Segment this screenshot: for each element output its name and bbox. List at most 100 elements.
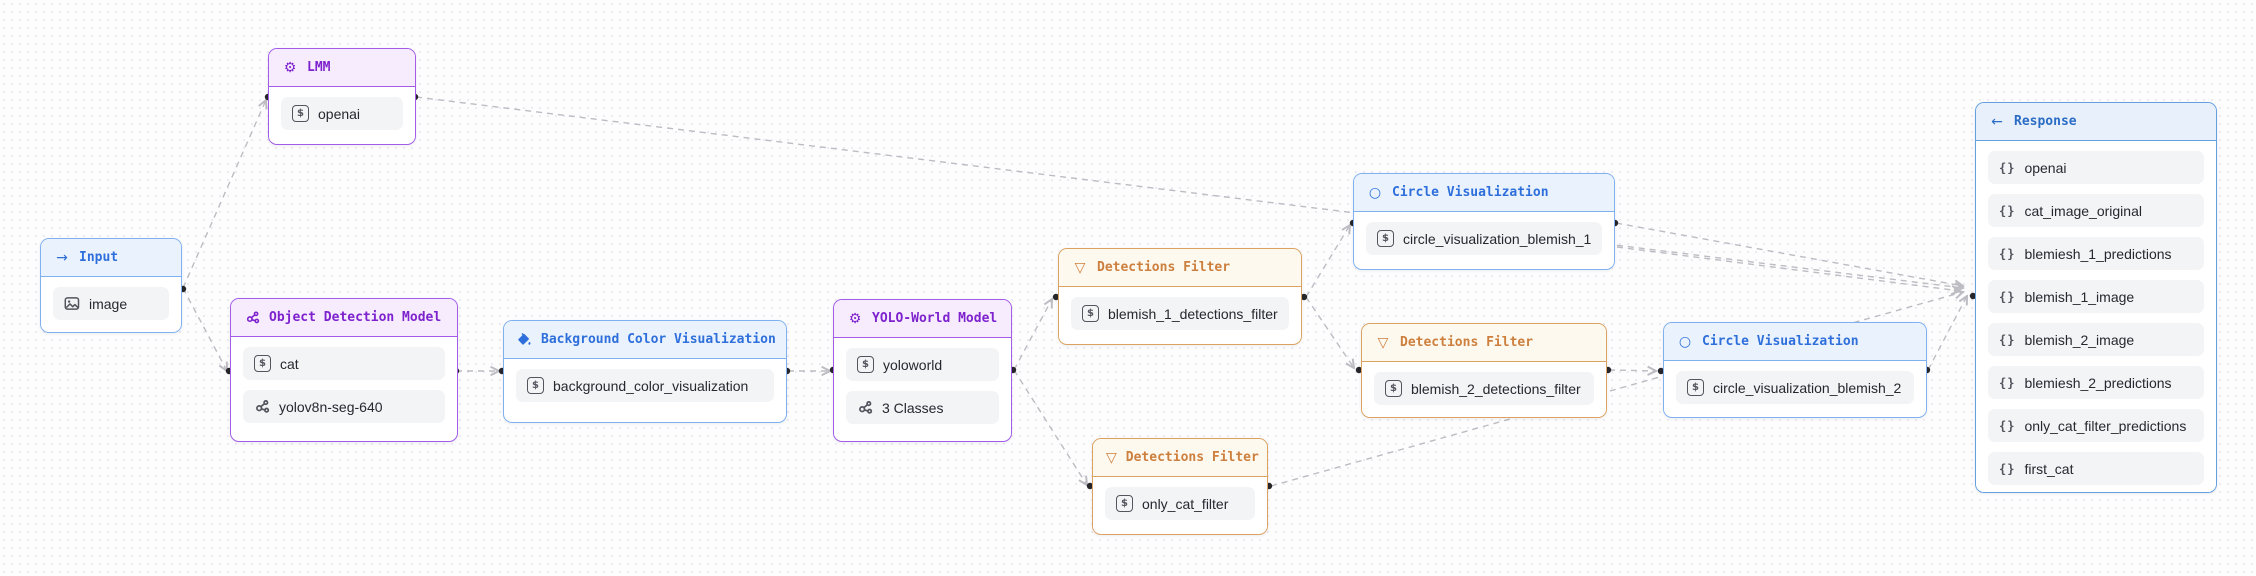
node-item[interactable]: $ yoloworld: [846, 348, 999, 381]
edge-circle-visualization-blemish-2-to-response: [1927, 296, 1967, 371]
node-object-detection-model[interactable]: Object Detection Model $ cat yolov8n-seg…: [230, 298, 458, 442]
node-header[interactable]: Background Color Visualization: [504, 321, 786, 359]
edge-detections-filter-blemish-2-to-circle-visualization-blemish-2: [1608, 370, 1656, 371]
node-title: YOLO-World Model: [872, 311, 998, 326]
node-response[interactable]: ← Response {} openai {} cat_image_origin…: [1975, 102, 2217, 493]
node-title: Background Color Visualization: [541, 332, 776, 347]
node-item-label: background_color_visualization: [553, 377, 749, 394]
node-item[interactable]: {} openai: [1988, 151, 2204, 184]
node-body: image: [41, 277, 181, 332]
port-detections-filter-blemish-1-left[interactable]: [1052, 293, 1060, 301]
node-body: $ circle_visualization_blemish_2: [1664, 361, 1926, 416]
filter-icon: ▽: [1377, 334, 1389, 351]
node-item[interactable]: {} blemiesh_2_predictions: [1988, 366, 2204, 399]
node-body: $ only_cat_filter: [1093, 477, 1267, 532]
node-body: $ blemish_2_detections_filter: [1362, 362, 1606, 417]
node-item[interactable]: {} blemish_1_image: [1988, 280, 2204, 313]
node-item[interactable]: {} cat_image_original: [1988, 194, 2204, 227]
node-header[interactable]: ▽ Detections Filter: [1093, 439, 1267, 477]
node-circle-visualization-blemish-1[interactable]: ○ Circle Visualization $ circle_visualiz…: [1353, 173, 1615, 270]
node-title: Input: [79, 250, 119, 265]
port-detections-filter-blemish-2-left[interactable]: [1355, 366, 1363, 374]
node-circle-visualization-blemish-2[interactable]: ○ Circle Visualization $ circle_visualiz…: [1663, 322, 1927, 418]
node-header[interactable]: ⚙ LMM: [269, 49, 415, 87]
node-title: Circle Visualization: [1392, 185, 1549, 200]
node-item[interactable]: $ circle_visualization_blemish_2: [1676, 371, 1914, 404]
node-item[interactable]: $ circle_visualization_blemish_1: [1366, 222, 1602, 255]
node-header[interactable]: ▽ Detections Filter: [1362, 324, 1606, 362]
edge-lmm-to-response: [415, 96, 1963, 288]
paint-bucket-icon: [517, 332, 532, 348]
braces-icon: {}: [1999, 418, 2016, 433]
braces-icon: {}: [1999, 246, 2016, 261]
edge-input-to-object-detection-model: [182, 287, 227, 371]
node-title: LMM: [307, 60, 331, 75]
node-item[interactable]: $ openai: [281, 97, 403, 130]
node-background-color-visualization[interactable]: Background Color Visualization $ backgro…: [503, 320, 787, 423]
node-item[interactable]: {} only_cat_filter_predictions: [1988, 409, 2204, 442]
string-icon: $: [292, 105, 309, 122]
node-title: Object Detection Model: [269, 310, 442, 325]
node-item-label: blemish_1_detections_filter: [1108, 305, 1278, 322]
node-item[interactable]: 3 Classes: [846, 391, 999, 424]
circle-icon: ○: [1368, 184, 1382, 201]
node-item-label: circle_visualization_blemish_2: [1713, 379, 1902, 396]
node-title: Detections Filter: [1125, 450, 1259, 465]
node-item[interactable]: $ blemish_1_detections_filter: [1071, 297, 1289, 330]
node-header[interactable]: → Input: [41, 239, 181, 277]
molecule-icon: [254, 399, 270, 414]
node-item-label: cat_image_original: [2024, 202, 2142, 219]
node-header[interactable]: Object Detection Model: [231, 299, 457, 337]
node-body: $ background_color_visualization: [504, 359, 786, 414]
node-title: Response: [2014, 114, 2077, 129]
node-item-label: only_cat_filter: [1142, 495, 1229, 512]
node-item[interactable]: $ background_color_visualization: [516, 369, 774, 402]
node-body: $ yoloworld 3 Classes: [834, 338, 1011, 436]
node-input[interactable]: → Input image: [40, 238, 182, 333]
node-detections-filter-only-cat[interactable]: ▽ Detections Filter $ only_cat_filter: [1092, 438, 1268, 535]
node-item-label: blemiesh_2_predictions: [2024, 374, 2172, 391]
node-lmm[interactable]: ⚙ LMM $ openai: [268, 48, 416, 145]
node-item[interactable]: $ cat: [243, 347, 445, 380]
node-detections-filter-blemish-1[interactable]: ▽ Detections Filter $ blemish_1_detectio…: [1058, 248, 1302, 345]
braces-icon: {}: [1999, 160, 2016, 175]
node-item-label: circle_visualization_blemish_1: [1403, 230, 1592, 247]
node-item-label: 3 Classes: [882, 399, 944, 416]
node-item[interactable]: $ only_cat_filter: [1105, 487, 1255, 520]
braces-icon: {}: [1999, 375, 2016, 390]
braces-icon: {}: [1999, 461, 2016, 476]
node-item[interactable]: {} first_cat: [1988, 452, 2204, 485]
node-yolo-world-model[interactable]: ⚙ YOLO-World Model $ yoloworld 3 Classes: [833, 299, 1012, 442]
port-circle-visualization-blemish-2-left[interactable]: [1657, 367, 1665, 375]
node-body: {} openai {} cat_image_original {} blemi…: [1976, 141, 2216, 492]
node-item[interactable]: yolov8n-seg-640: [243, 390, 445, 423]
node-item[interactable]: {} blemish_2_image: [1988, 323, 2204, 356]
string-icon: $: [1377, 230, 1394, 247]
edge-input-to-lmm: [182, 100, 266, 289]
circle-icon: ○: [1678, 333, 1692, 350]
edge-detections-filter-blemish-1-to-circle-visualization-blemish-1: [1305, 225, 1350, 298]
node-item-label: openai: [318, 105, 361, 122]
port-detections-filter-blemish-1-right[interactable]: [1300, 293, 1308, 301]
node-detections-filter-blemish-2[interactable]: ▽ Detections Filter $ blemish_2_detectio…: [1361, 323, 1607, 418]
node-item[interactable]: $ blemish_2_detections_filter: [1374, 372, 1594, 405]
node-item-label: blemish_1_image: [2024, 288, 2135, 305]
node-header[interactable]: ← Response: [1976, 103, 2216, 141]
gear-icon: ⚙: [283, 59, 297, 76]
node-item[interactable]: {} blemiesh_1_predictions: [1988, 237, 2204, 270]
molecule-icon: [244, 310, 260, 326]
node-item-label: blemiesh_1_predictions: [2024, 245, 2172, 262]
filter-icon: ▽: [1106, 449, 1117, 466]
edge-circle-visualization-blemish-1-to-response: [1616, 246, 1960, 291]
node-header[interactable]: ○ Circle Visualization: [1354, 174, 1614, 212]
node-header[interactable]: ○ Circle Visualization: [1664, 323, 1926, 361]
string-icon: $: [1082, 305, 1099, 322]
gear-icon: ⚙: [848, 310, 862, 327]
edge-circle-visualization-blemish-1-to-response: [1615, 222, 1963, 286]
port-detections-filter-only-cat-left[interactable]: [1086, 482, 1094, 490]
node-header[interactable]: ⚙ YOLO-World Model: [834, 300, 1011, 338]
port-response-left[interactable]: [1969, 292, 1977, 300]
node-item[interactable]: image: [53, 287, 169, 320]
node-header[interactable]: ▽ Detections Filter: [1059, 249, 1301, 287]
